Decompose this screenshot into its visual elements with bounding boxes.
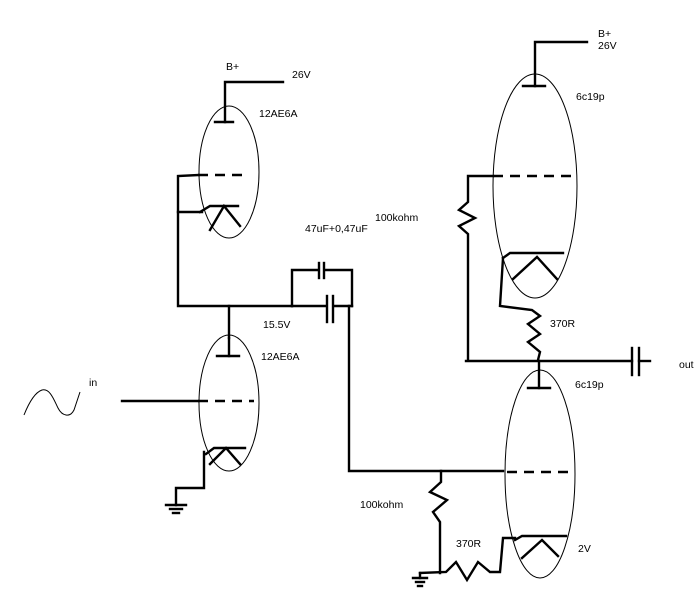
tube-v2-cathode xyxy=(204,446,247,456)
bplus-left-voltage: 26V xyxy=(292,69,311,81)
ground-icon-right xyxy=(411,571,429,588)
upper-grid-resistor xyxy=(456,174,495,362)
input-signal-sine-icon xyxy=(23,389,81,416)
bplus-left-wire xyxy=(223,80,285,124)
midpoint-voltage-label: 15.5V xyxy=(263,319,290,331)
tube-v4-cathode xyxy=(513,534,568,542)
tube-v2-label: 12AE6A xyxy=(261,351,300,363)
caps-to-v4-grid-wire xyxy=(347,304,505,473)
coupling-caps-label: 47uF+0,47uF xyxy=(305,223,368,235)
output-label: out xyxy=(679,359,694,371)
tube-v4 xyxy=(504,359,576,579)
v1-grid-to-mid-wire xyxy=(176,173,294,308)
tube-v3 xyxy=(492,73,578,299)
tube-v4-heater xyxy=(520,538,560,560)
tube-v3-label: 6c19p xyxy=(576,91,605,103)
tube-v2-heater xyxy=(208,446,242,466)
lower-grid-resistor xyxy=(427,469,450,575)
lower-cathode-resistor xyxy=(418,536,517,583)
tube-v2 xyxy=(198,334,260,472)
upper-grid-resistor-label: 100kohm xyxy=(375,212,418,224)
tube-v4-envelope xyxy=(504,369,576,579)
ground-icon-left xyxy=(164,503,188,515)
tube-v3-heater xyxy=(511,255,559,281)
input-label: in xyxy=(89,377,97,389)
tube-v3-envelope xyxy=(492,73,578,299)
bplus-right-label: B+ xyxy=(598,28,611,40)
tube-v2-envelope xyxy=(198,334,260,472)
bplus-right-voltage: 26V xyxy=(598,40,617,52)
bplus-left-label: B+ xyxy=(226,61,239,73)
tube-v3-cathode xyxy=(501,251,565,260)
upper-cathode-resistor xyxy=(498,256,543,362)
coupling-capacitors xyxy=(290,261,354,324)
v2-cathode-to-ground xyxy=(174,450,206,507)
tube-v1-cathode xyxy=(198,204,240,214)
bplus-right-wire xyxy=(533,40,589,88)
tube-v1-label: 12AE6A xyxy=(259,108,298,120)
tube-v4-label: 6c19p xyxy=(575,379,604,391)
lower-cathode-resistor-label: 370R xyxy=(456,538,482,550)
upper-cathode-resistor-label: 370R xyxy=(550,318,576,330)
tube-v1-heater xyxy=(208,203,242,232)
tube-v1-envelope xyxy=(198,105,260,239)
tube-v1 xyxy=(198,105,260,239)
tube-v4-cathode-voltage: 2V xyxy=(578,543,591,555)
cap-upper-right-wire xyxy=(323,268,354,308)
cap-upper-left-wire xyxy=(290,268,320,308)
lower-grid-resistor-label: 100kohm xyxy=(360,499,403,511)
